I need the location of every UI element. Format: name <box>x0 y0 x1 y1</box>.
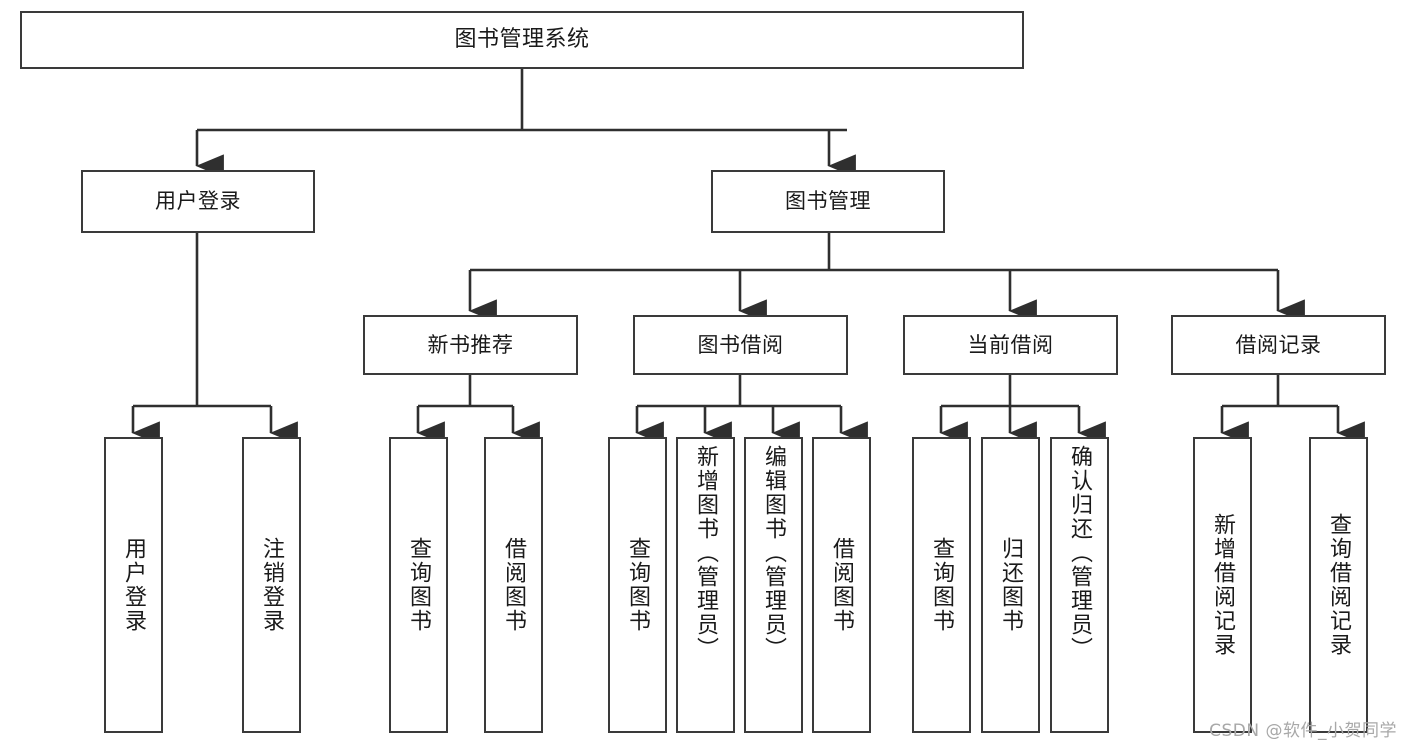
node-leaf-edit-book-admin[interactable]: 编辑图书（管理员） <box>744 437 803 733</box>
node-leaf-query-book-borrow[interactable]: 查询图书 <box>608 437 667 733</box>
node-leaf-query-book-current[interactable]: 查询图书 <box>912 437 971 733</box>
node-label: 查询借阅记录 <box>1326 513 1352 657</box>
node-leaf-confirm-return-admin[interactable]: 确认归还（管理员） <box>1050 437 1109 733</box>
node-leaf-user-login[interactable]: 用户登录 <box>104 437 163 733</box>
node-new-book-recommend[interactable]: 新书推荐 <box>363 315 578 375</box>
node-root-book-management-system[interactable]: 图书管理系统 <box>20 11 1024 69</box>
node-label: 用户登录 <box>155 189 241 214</box>
node-label: 确认归还（管理员） <box>1067 445 1093 661</box>
node-label: 借阅记录 <box>1235 332 1322 357</box>
node-book-borrow[interactable]: 图书借阅 <box>633 315 848 375</box>
node-label: 归还图书 <box>998 537 1024 633</box>
node-label: 图书管理系统 <box>454 27 590 53</box>
node-leaf-query-borrow-record[interactable]: 查询借阅记录 <box>1309 437 1368 733</box>
node-leaf-borrow-book-borrow[interactable]: 借阅图书 <box>812 437 871 733</box>
node-label: 图书借阅 <box>697 332 784 357</box>
node-label: 新增借阅记录 <box>1210 513 1236 657</box>
node-label: 编辑图书（管理员） <box>761 445 787 661</box>
node-label: 查询图书 <box>625 537 651 633</box>
node-leaf-add-book-admin[interactable]: 新增图书（管理员） <box>676 437 735 733</box>
watermark-text: CSDN @软件_小贺同学 <box>1209 721 1397 741</box>
node-label: 新增图书（管理员） <box>693 445 719 661</box>
node-label: 当前借阅 <box>967 332 1054 357</box>
node-book-management[interactable]: 图书管理 <box>711 170 945 233</box>
node-leaf-logout-login[interactable]: 注销登录 <box>242 437 301 733</box>
node-label: 借阅图书 <box>829 537 855 633</box>
node-current-borrow[interactable]: 当前借阅 <box>903 315 1118 375</box>
node-label: 用户登录 <box>121 537 147 633</box>
node-label: 查询图书 <box>929 537 955 633</box>
node-leaf-add-borrow-record[interactable]: 新增借阅记录 <box>1193 437 1252 733</box>
node-leaf-borrow-book-recommend[interactable]: 借阅图书 <box>484 437 543 733</box>
node-user-login[interactable]: 用户登录 <box>81 170 315 233</box>
node-label: 注销登录 <box>259 537 285 633</box>
node-leaf-return-book[interactable]: 归还图书 <box>981 437 1040 733</box>
node-leaf-query-book-recommend[interactable]: 查询图书 <box>389 437 448 733</box>
node-label: 查询图书 <box>406 537 432 633</box>
node-borrow-record[interactable]: 借阅记录 <box>1171 315 1386 375</box>
node-label: 图书管理 <box>785 189 871 214</box>
node-label: 新书推荐 <box>427 332 514 357</box>
node-label: 借阅图书 <box>501 537 527 633</box>
